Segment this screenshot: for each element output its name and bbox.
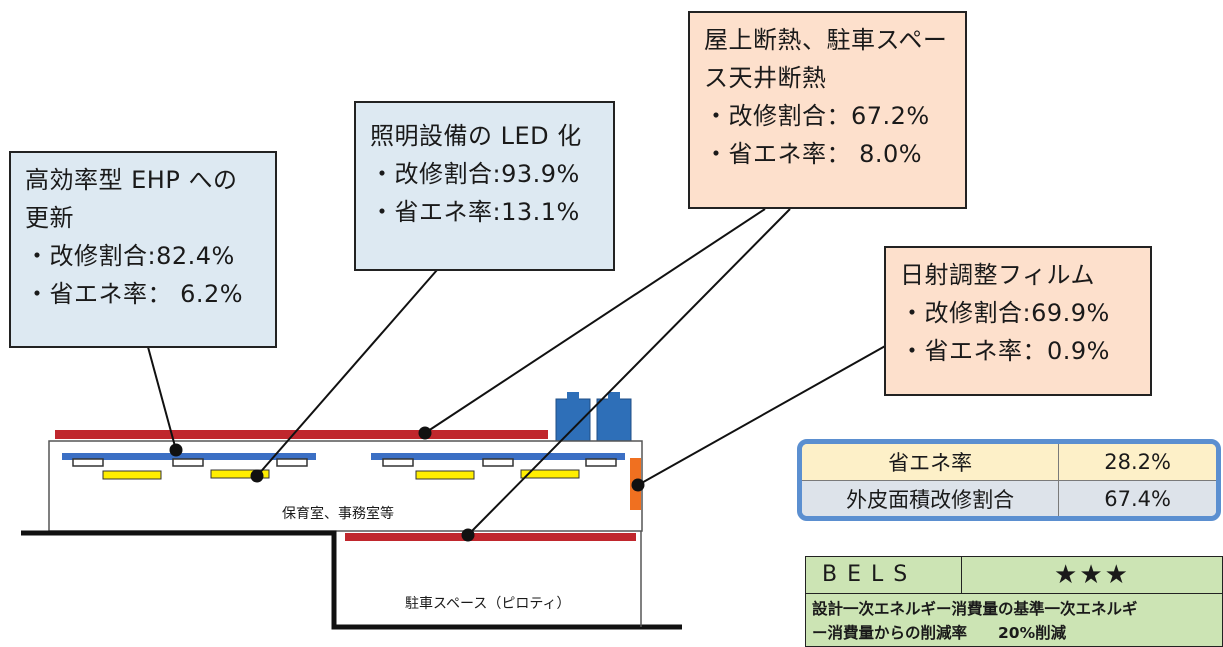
- led-light-fixtures: [102, 469, 580, 480]
- bels-description: 設計一次エネルギー消費量の基準一次エネルギ ー消費量からの削減率 20%削減: [806, 594, 1222, 645]
- insulation-energy-saving-rate: ・省エネ率： 8.0%: [704, 140, 923, 168]
- leader-dots: [169, 426, 645, 542]
- bels-description-line: ー消費量からの削減率 20%削減: [812, 624, 1067, 642]
- led-callout-title: 照明設備の LED 化: [370, 122, 582, 150]
- indoor-ac-units: [72, 458, 617, 467]
- ground-line: [21, 530, 682, 630]
- led-energy-saving-rate: ・省エネ率:13.1%: [370, 198, 580, 226]
- summary-label: 外皮面積改修割合: [802, 480, 1060, 516]
- insulation-callout-title: 屋上断熱、駐車スペース天井断熱: [704, 26, 948, 92]
- led-renovation-rate: ・改修割合:93.9%: [370, 160, 580, 188]
- roof-insulation-bar: [55, 430, 548, 439]
- film-energy-saving-rate: ・省エネ率：0.9%: [900, 337, 1110, 365]
- ehp-callout-title: 高効率型 EHP への更新: [25, 166, 238, 232]
- solar-film-callout: 日射調整フィルム ・改修割合:69.9% ・省エネ率：0.9%: [884, 246, 1152, 396]
- summary-value: 28.2%: [1058, 444, 1216, 481]
- summary-label: 省エネ率: [802, 444, 1060, 481]
- film-renovation-rate: ・改修割合:69.9%: [900, 299, 1110, 327]
- film-callout-title: 日射調整フィルム: [900, 261, 1096, 289]
- ehp-renovation-rate: ・改修割合:82.4%: [25, 242, 235, 270]
- parking-space-label: 駐車スペース（ピロティ）: [405, 595, 570, 612]
- summary-table: 省エネ率 28.2% 外皮面積改修割合 67.4%: [797, 439, 1221, 521]
- bels-rating-box: BELS ★★★ 設計一次エネルギー消費量の基準一次エネルギ ー消費量からの削減…: [805, 556, 1223, 647]
- rooftop-outdoor-units: [555, 392, 632, 442]
- bels-label: BELS: [806, 557, 962, 593]
- office-room-label: 保育室、事務室等: [282, 505, 394, 522]
- ehp-energy-saving-rate: ・省エネ率： 6.2%: [25, 280, 244, 308]
- bels-star-rating: ★★★: [1054, 560, 1130, 590]
- led-lighting-callout: 照明設備の LED 化 ・改修割合:93.9% ・省エネ率:13.1%: [354, 101, 615, 271]
- summary-value: 67.4%: [1058, 480, 1216, 516]
- ceiling-duct-left: [62, 453, 316, 460]
- ehp-upgrade-callout: 高効率型 EHP への更新 ・改修割合:82.4% ・省エネ率： 6.2%: [9, 151, 277, 348]
- parking-ceiling-insulation-bar: [345, 533, 636, 541]
- summary-row-envelope-renovation: 外皮面積改修割合 67.4%: [802, 480, 1216, 516]
- summary-row-energy-saving: 省エネ率 28.2%: [802, 444, 1216, 481]
- ceiling-duct-right: [371, 453, 625, 460]
- insulation-renovation-rate: ・改修割合：67.2%: [704, 102, 930, 130]
- leader-lines: [147, 208, 888, 536]
- bels-description-line: 設計一次エネルギー消費量の基準一次エネルギ: [812, 600, 1138, 618]
- insulation-callout: 屋上断熱、駐車スペース天井断熱 ・改修割合：67.2% ・省エネ率： 8.0%: [688, 11, 967, 209]
